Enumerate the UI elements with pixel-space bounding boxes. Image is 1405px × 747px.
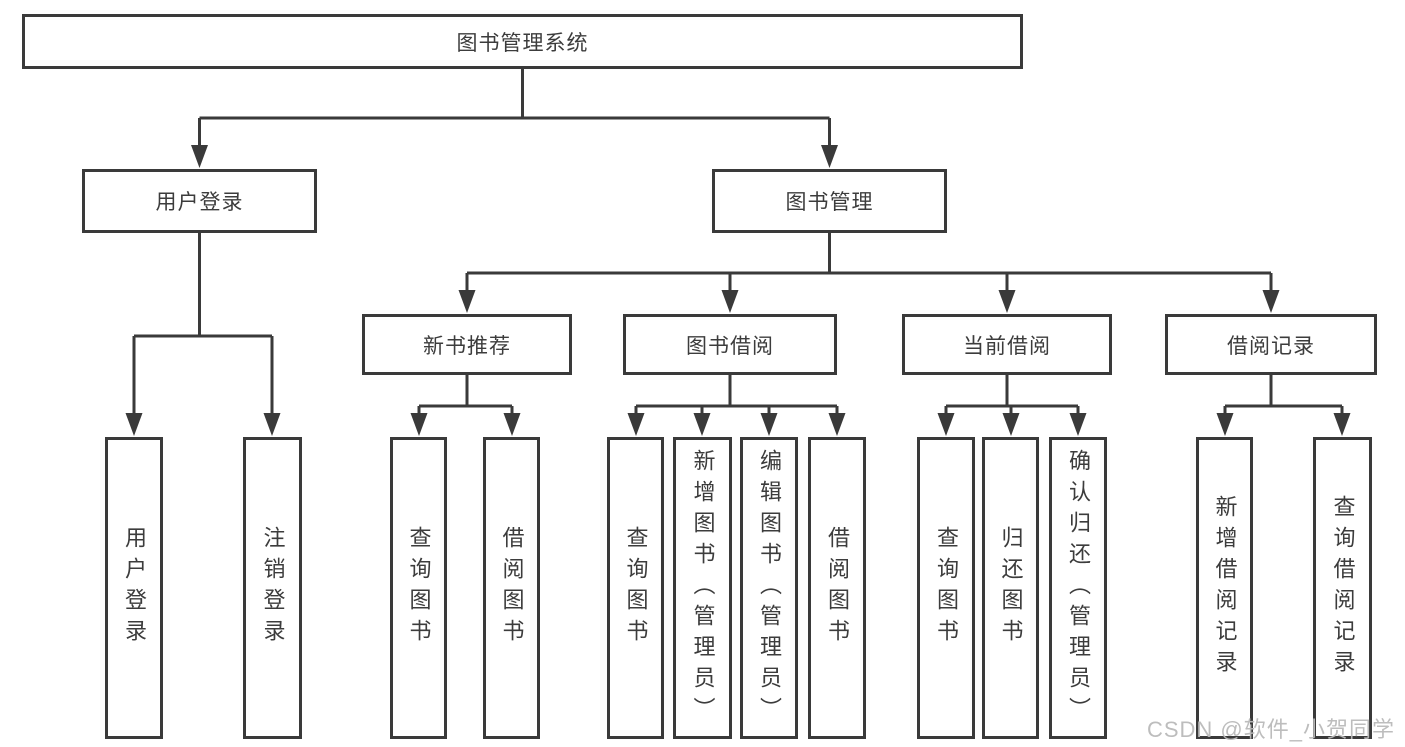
- leaf-query-books-recommend: 查询图书: [390, 437, 447, 739]
- leaf-user-login-label: 用户登录: [122, 526, 147, 650]
- node-book-borrow-label: 图书借阅: [686, 334, 774, 358]
- leaf-logout-label: 注销登录: [260, 526, 286, 650]
- leaf-add-borrow-record-label: 新增借阅记录: [1212, 495, 1238, 681]
- leaf-query-books-borrow-label: 查询图书: [623, 526, 649, 650]
- leaf-return-books-label: 归还图书: [998, 526, 1024, 650]
- leaf-return-books: 归还图书: [982, 437, 1039, 739]
- leaf-query-books-current: 查询图书: [917, 437, 975, 739]
- node-borrow-records: 借阅记录: [1165, 314, 1377, 375]
- leaf-add-books-admin: 新增图书（管理员）: [673, 437, 732, 739]
- node-borrow-records-label: 借阅记录: [1227, 334, 1315, 358]
- leaf-add-borrow-record: 新增借阅记录: [1196, 437, 1253, 739]
- node-user-login-branch: 用户登录: [82, 169, 317, 233]
- leaf-borrow-books-label: 借阅图书: [825, 526, 850, 650]
- node-book-management: 图书管理: [712, 169, 947, 233]
- leaf-confirm-return-admin: 确认归还（管理员）: [1049, 437, 1107, 739]
- leaf-add-books-admin-label: 新增图书（管理员）: [690, 448, 716, 728]
- leaf-query-books-borrow: 查询图书: [607, 437, 664, 739]
- leaf-query-borrow-record: 查询借阅记录: [1313, 437, 1372, 739]
- leaf-edit-books-admin: 编辑图书（管理员）: [740, 437, 798, 739]
- leaf-query-books-recommend-label: 查询图书: [406, 526, 432, 650]
- node-book-borrow: 图书借阅: [623, 314, 837, 375]
- leaf-edit-books-admin-label: 编辑图书（管理员）: [757, 448, 782, 728]
- watermark: CSDN @软件_小贺同学: [1146, 717, 1395, 742]
- leaf-query-borrow-record-label: 查询借阅记录: [1330, 495, 1356, 681]
- node-root-label: 图书管理系统: [456, 31, 589, 55]
- node-new-book-recommend-label: 新书推荐: [423, 334, 511, 358]
- leaf-borrow-books-recommend-label: 借阅图书: [499, 526, 525, 650]
- node-new-book-recommend: 新书推荐: [362, 314, 572, 375]
- leaf-user-login: 用户登录: [105, 437, 163, 739]
- leaf-borrow-books: 借阅图书: [808, 437, 866, 739]
- node-root: 图书管理系统: [22, 14, 1023, 69]
- node-current-borrow-label: 当前借阅: [963, 334, 1051, 358]
- leaf-borrow-books-recommend: 借阅图书: [483, 437, 540, 739]
- node-user-login-branch-label: 用户登录: [155, 191, 244, 214]
- leaf-logout: 注销登录: [243, 437, 302, 739]
- node-current-borrow: 当前借阅: [902, 314, 1112, 375]
- node-book-management-label: 图书管理: [785, 191, 874, 214]
- leaf-query-books-current-label: 查询图书: [934, 526, 959, 650]
- leaf-confirm-return-admin-label: 确认归还（管理员）: [1066, 448, 1091, 728]
